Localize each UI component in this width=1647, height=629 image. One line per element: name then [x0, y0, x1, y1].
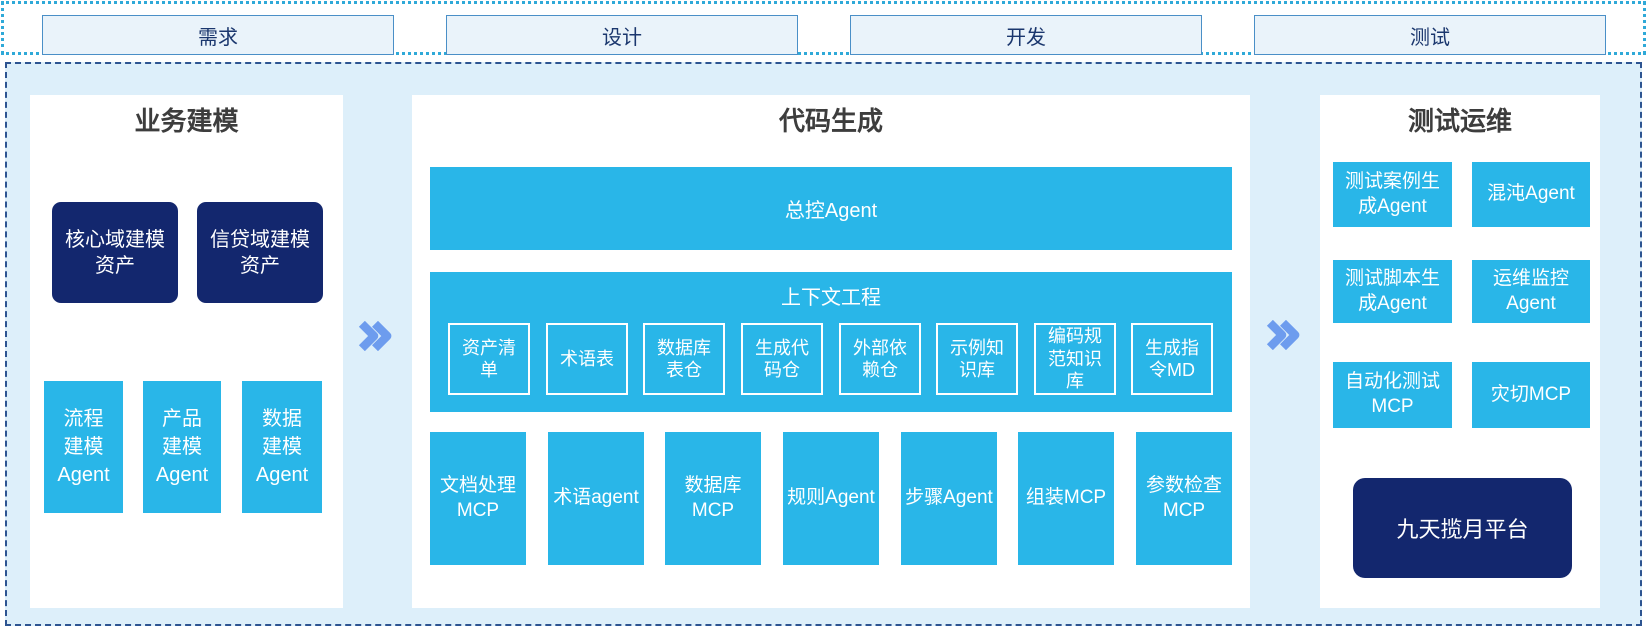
test-script-generation-agent-box: 测试脚本生 成Agent — [1333, 260, 1452, 323]
credit-domain-modeling-assets-box: 信贷域建模 资产 — [197, 202, 323, 303]
example-knowledge-base-box: 示例知 识库 — [936, 323, 1018, 395]
rules-agent-box: 规则Agent — [783, 432, 879, 565]
ops-monitoring-agent-box: 运维监控 Agent — [1472, 260, 1590, 323]
steps-agent-box: 步骤Agent — [901, 432, 997, 565]
context-engineering-container — [430, 272, 1232, 412]
stage-strip: 需求 设计 开发 测试 — [1, 1, 1646, 55]
disaster-switch-mcp-box: 灾切MCP — [1472, 362, 1590, 428]
database-table-repo-box: 数据库 表仓 — [643, 323, 725, 395]
generated-code-repo-box: 生成代 码仓 — [741, 323, 823, 395]
jiutian-lanyue-platform-box: 九天揽月平台 — [1353, 478, 1572, 578]
stage-design: 设计 — [446, 15, 798, 55]
test-operations-title: 测试运维 — [1407, 106, 1512, 136]
stage-development: 开发 — [850, 15, 1202, 55]
coding-standards-knowledge-base-box: 编码规 范知识 库 — [1034, 323, 1116, 395]
automated-testing-mcp-box: 自动化测试 MCP — [1333, 362, 1452, 428]
panel-business-modeling — [30, 95, 343, 608]
glossary-box: 术语表 — [546, 323, 628, 395]
product-modeling-agent-box: 产品 建模 Agent — [143, 381, 221, 513]
process-modeling-agent-box: 流程 建模 Agent — [44, 381, 123, 513]
test-case-generation-agent-box: 测试案例生 成Agent — [1333, 162, 1452, 227]
stage-requirements: 需求 — [42, 15, 394, 55]
document-processing-mcp-box: 文档处理 MCP — [430, 432, 526, 565]
database-mcp-box: 数据库 MCP — [665, 432, 761, 565]
double-chevron-right-icon — [1266, 320, 1300, 350]
core-domain-modeling-assets-box: 核心域建模 资产 — [52, 202, 178, 303]
generation-instruction-md-box: 生成指 令MD — [1131, 323, 1213, 395]
terminology-agent-box: 术语agent — [548, 432, 644, 565]
code-generation-title: 代码生成 — [778, 106, 883, 136]
external-dependency-repo-box: 外部依 赖仓 — [839, 323, 921, 395]
chaos-agent-box: 混沌Agent — [1472, 162, 1590, 227]
master-control-agent-bar: 总控Agent — [430, 167, 1232, 250]
double-chevron-right-icon — [358, 321, 392, 351]
data-modeling-agent-box: 数据 建模 Agent — [242, 381, 322, 513]
asset-list-box: 资产清 单 — [448, 323, 530, 395]
assembly-mcp-box: 组装MCP — [1018, 432, 1114, 565]
context-engineering-title: 上下文工程 — [781, 287, 881, 309]
stage-testing: 测试 — [1254, 15, 1606, 55]
business-modeling-title: 业务建模 — [134, 106, 239, 136]
parameter-check-mcp-box: 参数检查 MCP — [1136, 432, 1232, 565]
